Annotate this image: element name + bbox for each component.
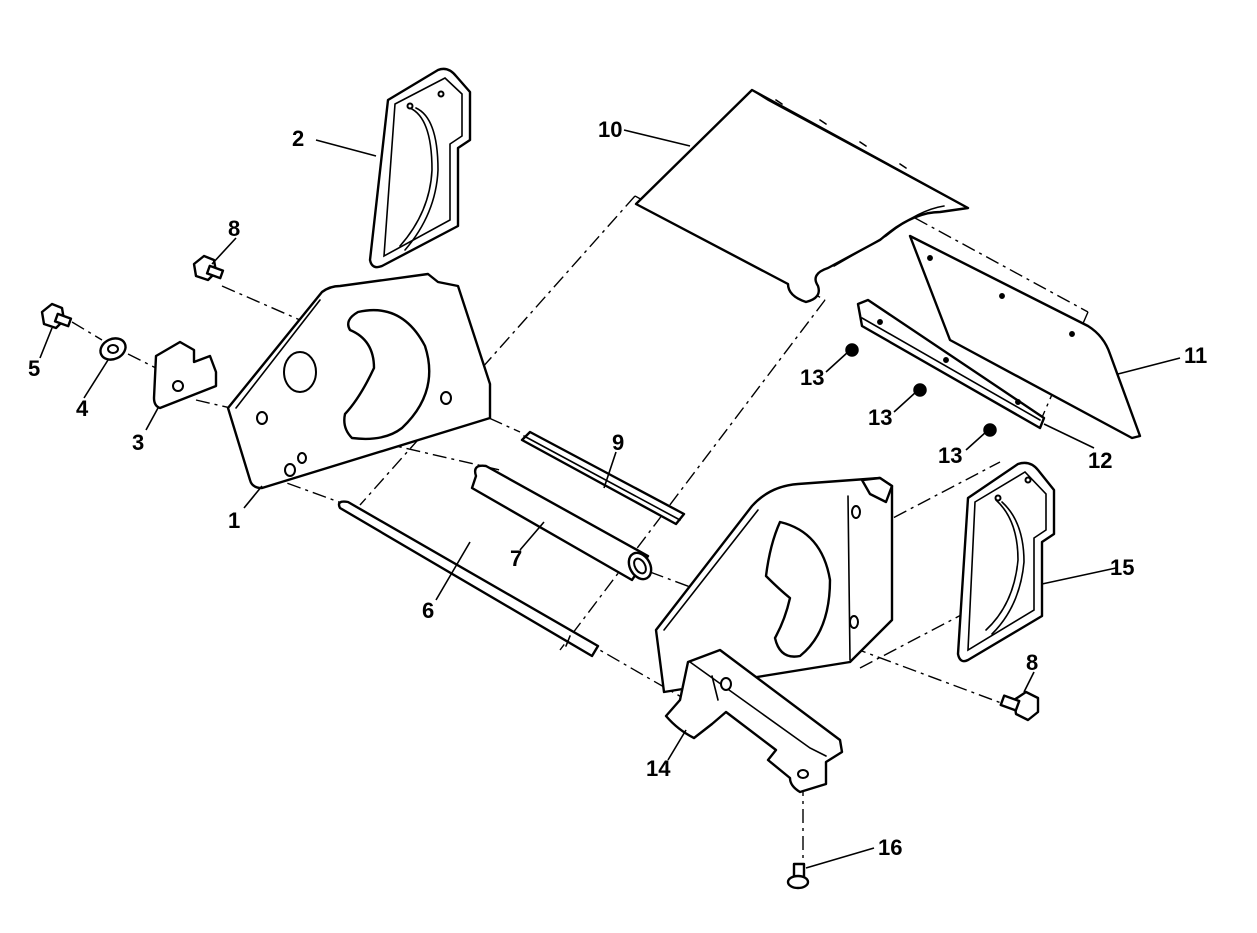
callout-8-lower: 8 [1026,650,1038,675]
nut-13-a [845,343,859,357]
rod-9 [520,430,686,526]
screw-16 [786,862,810,890]
side-plate-upper-left [368,67,472,269]
callout-13-a: 13 [800,365,824,390]
callout-13-c: 13 [938,443,962,468]
side-plate-right [654,476,894,694]
callout-13-b: 13 [868,405,892,430]
callout-12: 12 [1088,448,1112,473]
callout-15: 15 [1110,555,1134,580]
callout-labels: 1 2 3 4 5 6 7 8 8 9 10 11 12 13 13 13 14… [28,117,1207,860]
callout-11: 11 [1184,343,1207,368]
callout-7: 7 [510,546,522,571]
deflector-cover [634,88,970,304]
callout-10: 10 [598,117,622,142]
nut-13-b [913,383,927,397]
callout-8-upper: 8 [228,216,240,241]
callout-6: 6 [422,598,434,623]
leader-lines [39,129,1181,869]
callout-9: 9 [612,430,624,455]
callout-14: 14 [646,756,671,781]
right-panel [908,234,1142,440]
callout-4: 4 [76,396,89,421]
washer [99,337,127,361]
callout-1: 1 [228,508,240,533]
callout-3: 3 [132,430,144,455]
flange-bolt-5 [40,302,73,330]
shaft-6 [337,500,600,658]
tube-7 [470,464,653,582]
flange-bolt-8-upper [192,254,225,282]
callout-16: 16 [878,835,902,860]
side-plate-left [226,272,492,490]
callout-5: 5 [28,356,40,381]
side-plate-outer-right [956,461,1056,663]
small-bracket [152,340,218,410]
base-bracket [664,648,844,794]
nuts [845,343,997,437]
angle-strip [856,298,1046,430]
flange-bolt-8-lower [999,690,1040,722]
nut-13-c [983,423,997,437]
callout-2: 2 [292,126,304,151]
